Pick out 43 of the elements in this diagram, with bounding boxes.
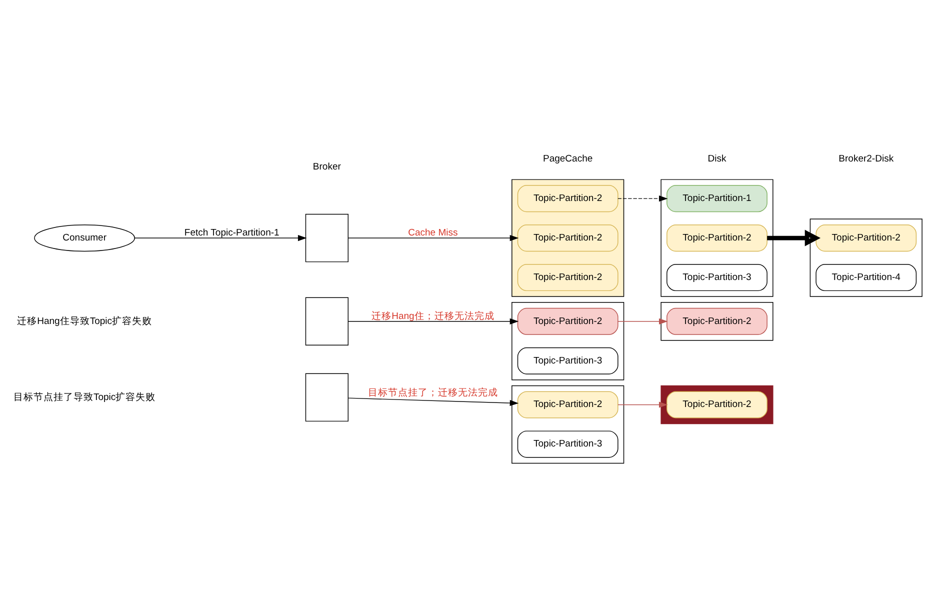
arrow xyxy=(618,402,668,408)
cluster xyxy=(512,302,624,380)
node-box: Topic-Partition-4 xyxy=(816,264,917,292)
node-box: Topic-Partition-2 xyxy=(666,224,768,252)
node-box: Topic-Partition-2 xyxy=(517,391,618,418)
arrow xyxy=(348,318,519,324)
node-box: Topic-Partition-3 xyxy=(666,264,768,292)
cluster xyxy=(660,302,774,341)
label: 迁移Hang住导致Topic扩容失败 xyxy=(17,316,152,327)
node-box: Topic-Partition-3 xyxy=(517,430,618,458)
edge-label: Fetch Topic-Partition-1 xyxy=(184,227,280,238)
node-box: Topic-Partition-2 xyxy=(666,391,768,418)
arrow xyxy=(618,196,668,202)
label: 目标节点挂了导致Topic扩容失败 xyxy=(13,392,156,403)
cluster xyxy=(660,385,774,424)
cluster xyxy=(512,179,624,297)
label: Disk xyxy=(708,154,726,165)
label: Broker2-Disk xyxy=(838,154,894,165)
arrow xyxy=(618,318,668,324)
arrow xyxy=(134,234,307,242)
arrow xyxy=(767,230,821,246)
node-box: Topic-Partition-1 xyxy=(666,185,768,212)
node-box: Topic-Partition-3 xyxy=(517,347,618,374)
cluster xyxy=(660,179,774,297)
node-box xyxy=(305,214,348,262)
arrow xyxy=(348,234,519,242)
node-box: Topic-Partition-2 xyxy=(816,224,917,252)
node-box: Topic-Partition-2 xyxy=(517,308,618,335)
node-box: Topic-Partition-2 xyxy=(517,224,618,252)
edge-label: 迁移Hang住；迁移无法完成 xyxy=(372,310,494,322)
edge-label: Cache Miss xyxy=(408,227,458,238)
cluster xyxy=(512,385,624,464)
arrow xyxy=(348,398,519,406)
node-box xyxy=(305,373,348,422)
node-box: Topic-Partition-2 xyxy=(666,308,768,335)
node-box xyxy=(305,297,348,346)
node-box: Topic-Partition-2 xyxy=(517,185,618,212)
label: PageCache xyxy=(543,154,593,165)
node-box: Topic-Partition-2 xyxy=(517,264,618,292)
cluster xyxy=(810,218,922,297)
edge-label: 目标节点挂了；迁移无法完成 xyxy=(368,388,498,399)
label: Broker xyxy=(312,162,341,173)
node-ellipse: Consumer xyxy=(34,224,136,252)
